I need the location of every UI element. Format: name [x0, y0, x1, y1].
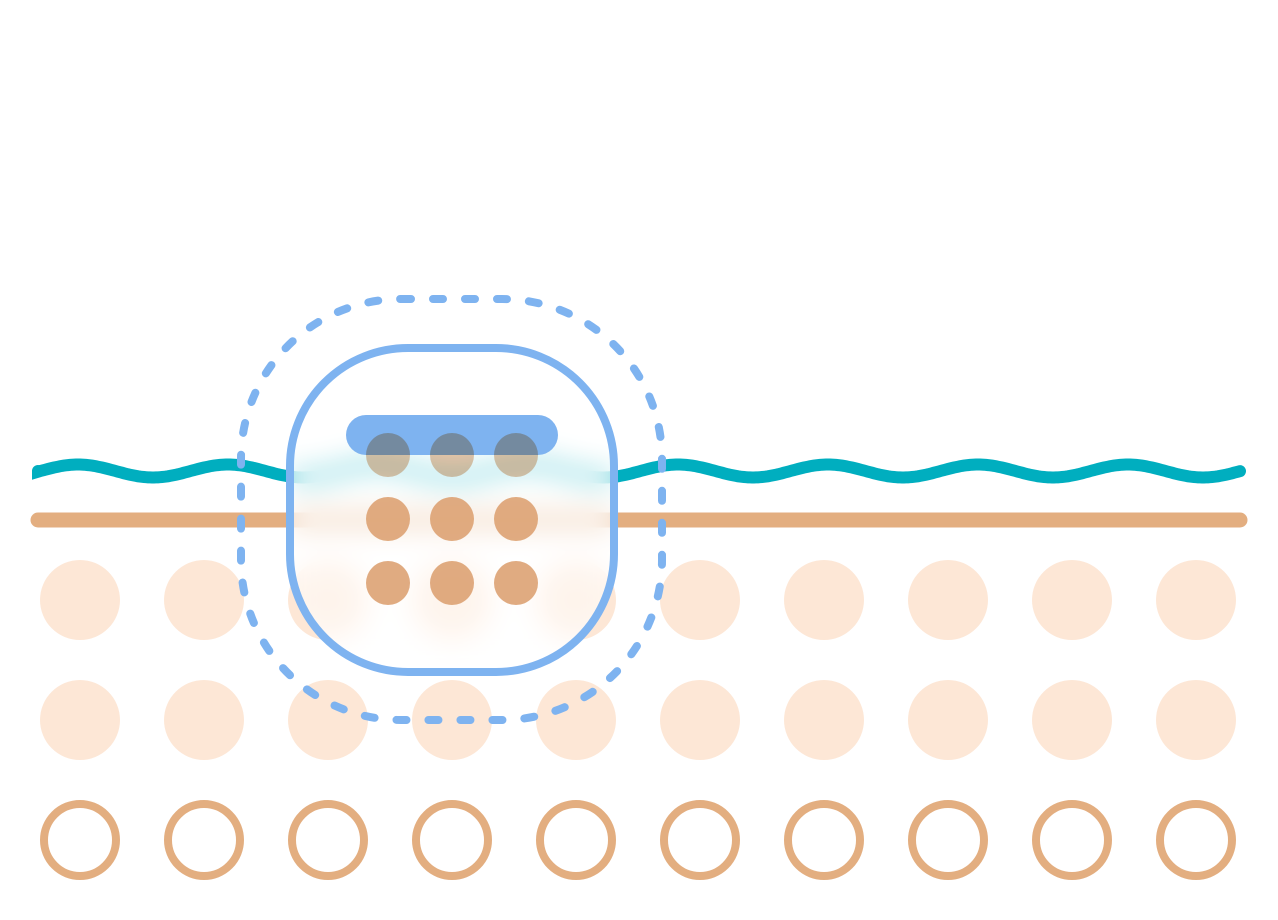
filled-circle [1032, 680, 1112, 760]
filled-circle [1156, 680, 1236, 760]
frosted-glass-panel [290, 348, 614, 672]
panel-outline [286, 344, 618, 676]
ring-circle [784, 800, 864, 880]
grid-dot [494, 497, 538, 541]
grid-dot [366, 497, 410, 541]
grid-dot [494, 433, 538, 477]
ring-circle [412, 800, 492, 880]
filled-circle [1156, 560, 1236, 640]
ring-circle [288, 800, 368, 880]
ring-circle [660, 800, 740, 880]
grid-dot [430, 433, 474, 477]
filled-circle [164, 680, 244, 760]
filled-circle [784, 680, 864, 760]
filled-circle [660, 680, 740, 760]
filled-circle [1032, 560, 1112, 640]
ring-circle [40, 800, 120, 880]
filled-circle [908, 680, 988, 760]
filled-circle [908, 560, 988, 640]
filled-circle [164, 560, 244, 640]
filled-circle [288, 680, 368, 760]
filled-circle [536, 680, 616, 760]
ring-circle [536, 800, 616, 880]
filled-circle [40, 680, 120, 760]
ring-circle [908, 800, 988, 880]
ring-circle [1032, 800, 1112, 880]
filled-circle [784, 560, 864, 640]
grid-dot [430, 497, 474, 541]
ring-circle [1156, 800, 1236, 880]
grid-dot [366, 561, 410, 605]
grid-dot [494, 561, 538, 605]
wave-line [32, 458, 1246, 484]
filled-circle [660, 560, 740, 640]
grid-dot [366, 433, 410, 477]
grid-dot [430, 561, 474, 605]
filled-circle [412, 680, 492, 760]
filled-circle [40, 560, 120, 640]
ring-circle [164, 800, 244, 880]
